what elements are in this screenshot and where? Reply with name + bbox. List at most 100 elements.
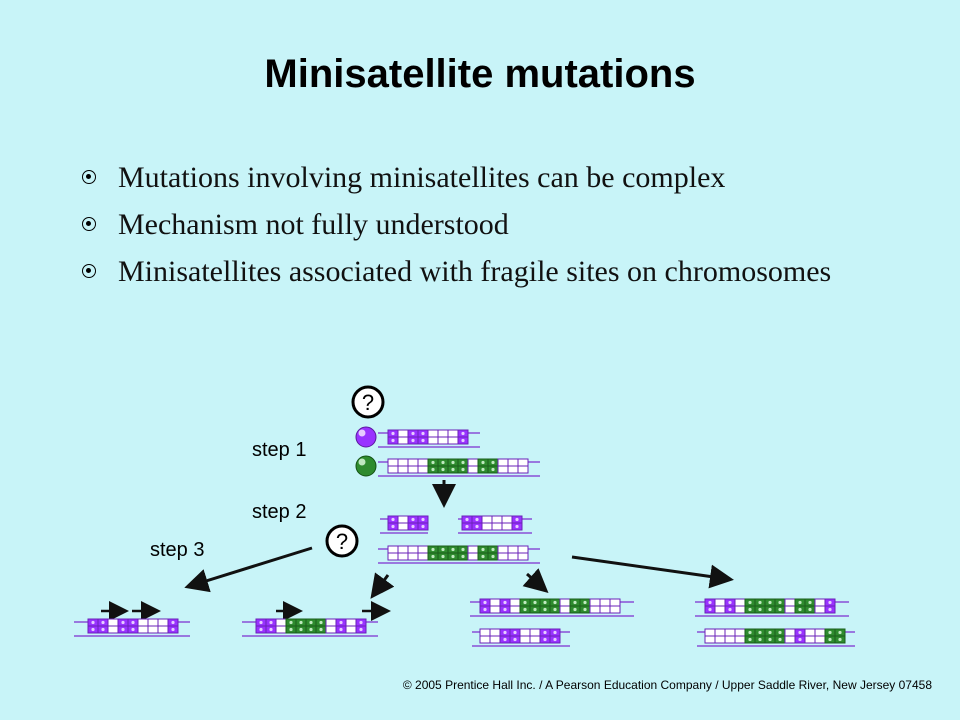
repeat-unit [517, 458, 529, 467]
dna-strands [74, 429, 855, 647]
repeat-unit [397, 465, 409, 474]
repeat-unit [107, 625, 119, 634]
repeat-unit [481, 522, 493, 531]
question-mark-icon-top: ? [351, 385, 385, 419]
repeat-unit [734, 605, 746, 614]
repeat-unit [157, 618, 169, 627]
centromere-green [355, 455, 377, 477]
repeat-unit [589, 605, 601, 614]
copyright-footer: © 2005 Prentice Hall Inc. / A Pearson Ed… [402, 678, 932, 692]
slide-title: Minisatellite mutations [264, 52, 696, 96]
repeat-unit [387, 465, 399, 474]
repeat-unit [489, 635, 501, 644]
repeat-unit [397, 552, 409, 561]
repeat-unit [599, 598, 611, 607]
repeat-unit [734, 598, 746, 607]
repeat-unit [529, 635, 541, 644]
repeat-unit [814, 628, 826, 637]
repeat-unit [507, 552, 519, 561]
repeat-unit [517, 465, 529, 474]
repeat-unit [714, 605, 726, 614]
step-3-label: step 3 [150, 539, 204, 561]
repeat-unit [467, 465, 479, 474]
bullet-list: Mutations involving minisatellites can b… [80, 158, 900, 299]
repeat-unit [804, 635, 816, 644]
centromere-purple [355, 426, 377, 448]
step-1-label: step 1 [252, 439, 306, 461]
question-mark-text: ? [362, 390, 374, 415]
repeat-unit [704, 635, 716, 644]
repeat-unit [714, 598, 726, 607]
repeat-unit [814, 635, 826, 644]
dna-strand [695, 598, 849, 617]
bullet-item: Mutations involving minisatellites can b… [80, 158, 900, 198]
repeat-unit [467, 458, 479, 467]
repeat-unit [397, 522, 409, 531]
repeat-unit [519, 628, 531, 637]
repeat-unit [417, 545, 429, 554]
arrow-to-outcome-3 [522, 568, 549, 593]
repeat-unit [345, 625, 357, 634]
arrow-to-outcome-1 [184, 546, 313, 593]
repeat-unit [275, 618, 287, 627]
repeat-unit [275, 625, 287, 634]
bullet-text: Mutations involving minisatellites can b… [118, 161, 726, 194]
repeat-unit [529, 628, 541, 637]
repeat-unit [417, 465, 429, 474]
repeat-unit [397, 436, 409, 445]
repeat-unit [397, 458, 409, 467]
repeat-unit [704, 628, 716, 637]
repeat-unit [479, 635, 491, 644]
step-2-label: step 2 [252, 501, 306, 523]
repeat-unit [724, 635, 736, 644]
repeat-unit [137, 618, 149, 627]
repeat-unit [107, 618, 119, 627]
repeat-unit [784, 635, 796, 644]
repeat-unit [407, 458, 419, 467]
dna-strand [242, 618, 378, 637]
repeat-unit [714, 628, 726, 637]
repeat-unit [784, 598, 796, 607]
repeat-unit [437, 429, 449, 438]
repeat-unit [481, 515, 493, 524]
repeat-unit [417, 552, 429, 561]
repeat-unit [417, 458, 429, 467]
dna-strand [378, 545, 540, 564]
repeat-unit [345, 618, 357, 627]
dna-strand [378, 429, 480, 448]
repeat-unit [599, 605, 611, 614]
question-mark-text: ? [336, 529, 348, 554]
dna-strand [380, 515, 429, 534]
repeat-unit [325, 618, 337, 627]
repeat-unit [407, 545, 419, 554]
repeat-unit [509, 605, 521, 614]
repeat-unit [325, 625, 337, 634]
minisatellite-mutation-diagram: ? ? step 1 step 2 step 3 [74, 385, 855, 647]
repeat-unit [427, 436, 439, 445]
repeat-unit [609, 598, 621, 607]
repeat-unit [157, 625, 169, 634]
repeat-unit [397, 429, 409, 438]
repeat-unit [497, 545, 509, 554]
repeat-unit [559, 598, 571, 607]
repeat-unit [517, 552, 529, 561]
repeat-unit [491, 515, 503, 524]
repeat-unit [479, 628, 491, 637]
repeat-unit [407, 465, 419, 474]
repeat-unit [467, 552, 479, 561]
repeat-unit [489, 628, 501, 637]
bullet-icon [82, 217, 96, 231]
bullet-icon [82, 170, 96, 184]
repeat-unit [387, 458, 399, 467]
repeat-unit [497, 552, 509, 561]
bullet-item: Mechanism not fully understood [80, 205, 900, 245]
repeat-unit [734, 635, 746, 644]
repeat-unit [559, 605, 571, 614]
repeat-unit [609, 605, 621, 614]
repeat-unit [734, 628, 746, 637]
repeat-unit [497, 458, 509, 467]
repeat-unit [397, 545, 409, 554]
repeat-unit [509, 598, 521, 607]
repeat-unit [147, 625, 159, 634]
repeat-unit [437, 436, 449, 445]
